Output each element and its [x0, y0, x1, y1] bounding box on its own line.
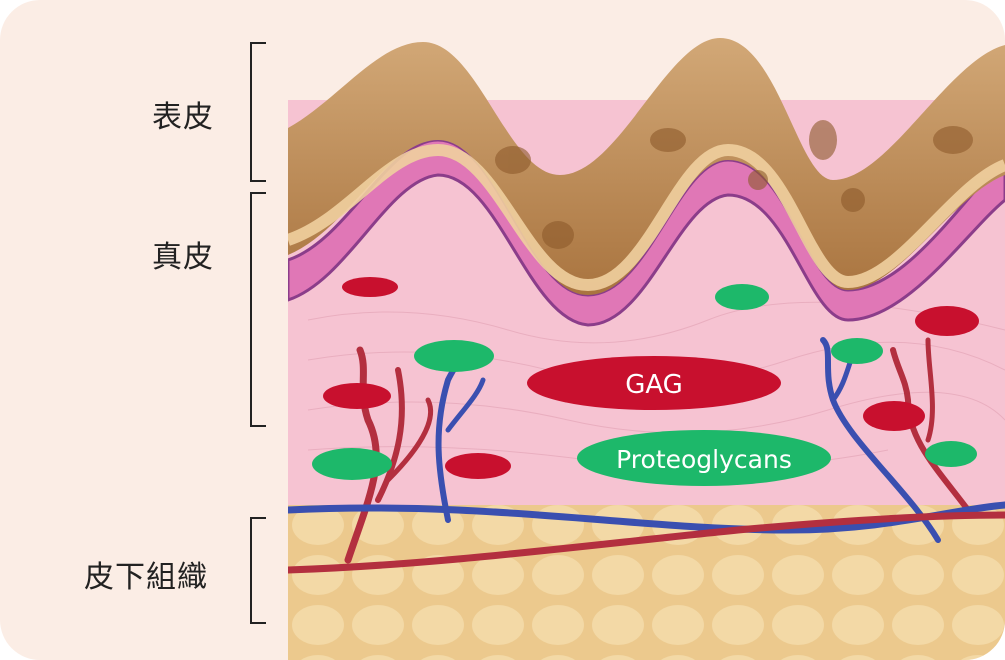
bracket-epidermis — [250, 42, 266, 182]
gag-ellipse — [342, 277, 398, 297]
bracket-dermis — [250, 192, 266, 427]
gag-ellipse — [915, 306, 979, 336]
proteoglycan-ellipse — [925, 441, 977, 467]
proteoglycan-ellipse — [312, 448, 392, 480]
label-subcutaneous: 皮下組織 — [84, 560, 208, 595]
proteoglycan-markers — [312, 284, 977, 486]
gag-markers — [323, 277, 979, 479]
blood-vessels — [288, 337, 1005, 574]
gag-ellipse — [863, 401, 925, 431]
label-epidermis: 表皮 — [152, 100, 214, 135]
proteoglycan-label-ellipse — [577, 430, 831, 486]
gag-ellipse — [445, 453, 511, 479]
proteoglycan-ellipse — [414, 340, 494, 372]
proteoglycan-ellipse — [715, 284, 769, 310]
proteoglycans-label: Proteoglycans — [616, 445, 792, 474]
epidermis-layer — [288, 38, 1005, 295]
gag-label: GAG — [625, 370, 683, 400]
skin-illustration: GAG Proteoglycans — [288, 38, 1005, 660]
gag-label-ellipse — [527, 356, 781, 410]
proteoglycan-ellipse — [831, 338, 883, 364]
label-dermis: 真皮 — [152, 240, 214, 275]
gag-ellipse — [323, 383, 391, 409]
bracket-subcutaneous — [250, 517, 266, 624]
